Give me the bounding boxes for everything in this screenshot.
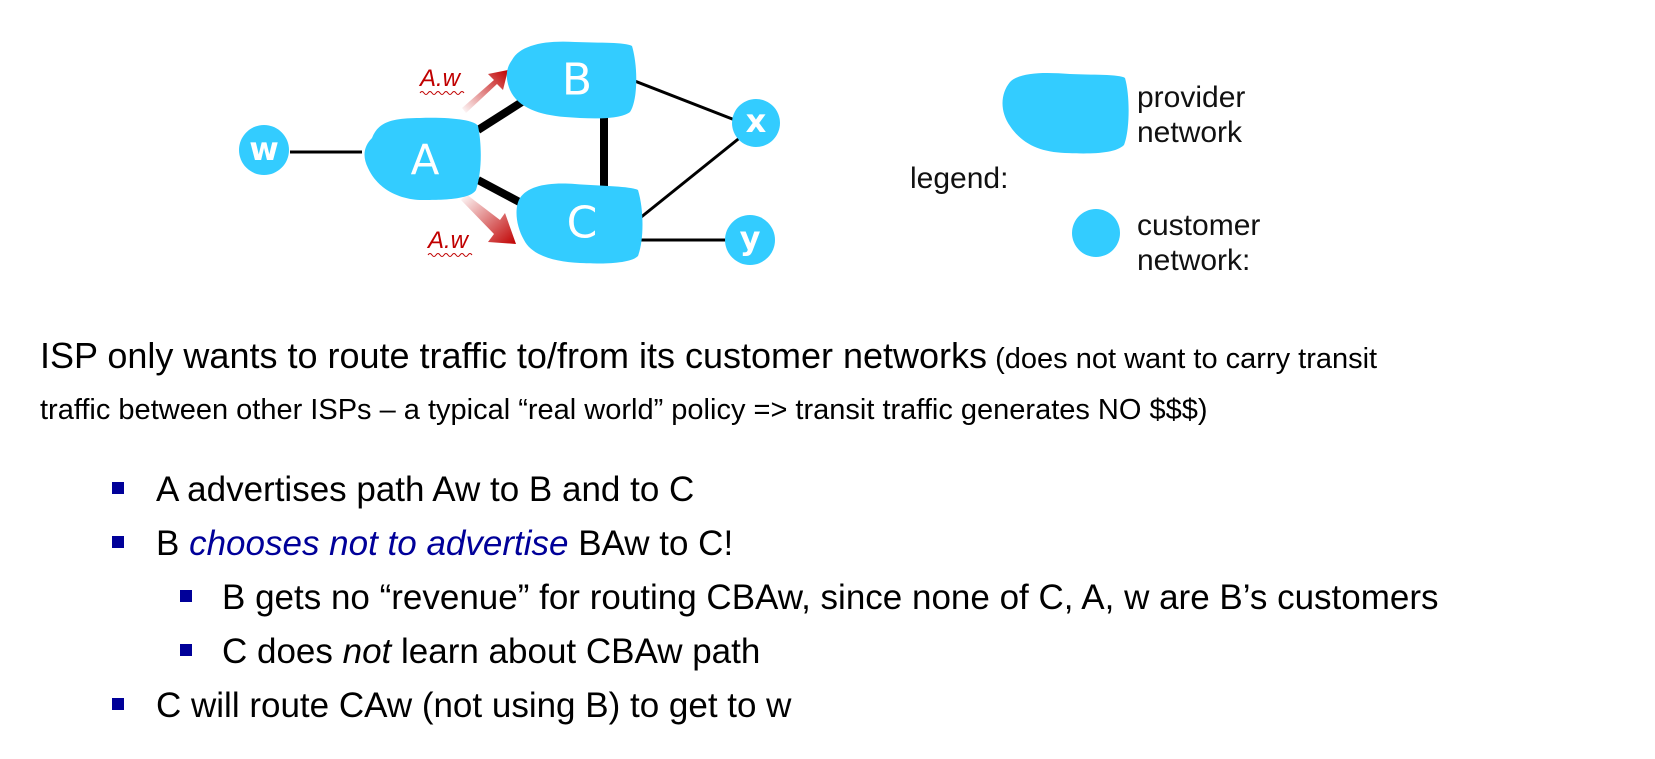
provider-network-shape <box>506 41 637 119</box>
node-B[interactable]: B <box>506 41 637 119</box>
legend-provider-shape <box>1002 72 1129 154</box>
legend-customer-shape <box>1072 209 1120 257</box>
legend-customer-label-line2: network: <box>1137 244 1250 277</box>
sub-bullet-item: C does not learn about CBAw path <box>180 632 761 672</box>
node-w[interactable]: w <box>239 125 289 175</box>
bullet-item: C will route CAw (not using B) to get to… <box>112 686 792 726</box>
link-B-x <box>631 78 741 124</box>
legend-provider-label-line2: network <box>1137 116 1243 149</box>
advert-arrow-A-to-C <box>461 194 516 244</box>
link-A-C <box>476 176 527 209</box>
customer-network-shape <box>725 215 775 265</box>
link-C-x <box>639 134 743 220</box>
bullet-text-suffix: BAw to C! <box>568 524 734 563</box>
bullet-square-icon <box>112 698 124 710</box>
advert-label-A-to-B: A.w <box>418 65 465 95</box>
node-label: y <box>740 219 761 257</box>
bullet-square-icon <box>180 590 192 602</box>
bgp-policy-diagram: A.w A.w w x y A B C legend: provider net… <box>239 41 1260 277</box>
advert-label: A.w <box>426 227 470 254</box>
node-label: A <box>411 136 440 185</box>
links <box>290 78 743 242</box>
bullet-text-prefix: C does <box>222 632 343 671</box>
bullet-text-emphasis: not <box>342 632 392 671</box>
node-label: B <box>562 55 592 106</box>
advert-arrow-A-to-B <box>462 70 508 113</box>
legend-customer-label-line1: customer <box>1137 209 1260 242</box>
bullet-text-suffix: learn about CBAw path <box>391 632 761 671</box>
node-label: C <box>567 198 598 249</box>
node-y[interactable]: y <box>725 215 775 265</box>
advert-label: A.w <box>418 65 462 92</box>
intro-paragraph: ISP only wants to route traffic to/from … <box>40 333 1640 438</box>
node-label: x <box>746 102 767 140</box>
bullet-item: A advertises path Aw to B and to C <box>112 470 695 510</box>
bullet-text-prefix: B <box>156 524 190 563</box>
legend-provider-label-line1: provider <box>1137 81 1245 114</box>
legend-title: legend: <box>910 162 1008 195</box>
provider-network-shape <box>516 183 643 264</box>
bullet-square-icon <box>180 644 192 656</box>
intro-aside-line2: traffic between other ISPs – a typical “… <box>40 394 1208 426</box>
bullet-text: B gets no “revenue” for routing CBAw, si… <box>222 578 1439 617</box>
provider-network-shape <box>364 117 481 200</box>
node-x[interactable]: x <box>732 99 780 147</box>
link-A-B <box>475 96 528 134</box>
bullet-text-emphasis: chooses not to advertise <box>189 524 569 563</box>
node-label: w <box>249 130 279 168</box>
legend: legend: provider network customer networ… <box>910 72 1260 277</box>
spellcheck-underline <box>419 91 465 95</box>
advert-label-A-to-C: A.w <box>426 227 473 257</box>
node-A[interactable]: A <box>364 117 481 200</box>
customer-network-shape <box>732 99 780 147</box>
intro-aside-line1: (does not want to carry transit <box>987 343 1378 375</box>
bullet-square-icon <box>112 536 124 548</box>
sub-bullet-item: B gets no “revenue” for routing CBAw, si… <box>180 578 1439 618</box>
spellcheck-underline <box>427 253 473 257</box>
intro-lead: ISP only wants to route traffic to/from … <box>40 335 988 376</box>
node-C[interactable]: C <box>516 183 643 264</box>
customer-network-shape <box>239 125 289 175</box>
arrow-shape <box>462 70 508 113</box>
arrow-shape <box>461 194 516 244</box>
bullet-text: A advertises path Aw to B and to C <box>156 470 695 509</box>
bullet-square-icon <box>112 482 124 494</box>
bullet-item: B chooses not to advertise BAw to C! <box>112 524 734 564</box>
bullet-text: C will route CAw (not using B) to get to… <box>156 686 792 725</box>
